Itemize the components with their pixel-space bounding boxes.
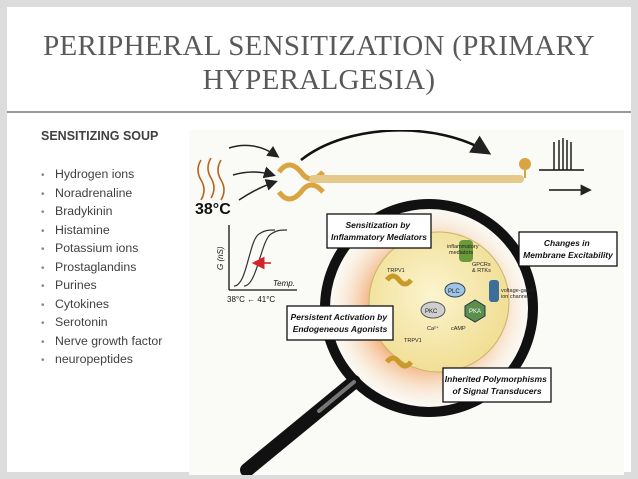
voltage-gated-label: voltage-gated ion channels (501, 288, 536, 300)
bullet-text: Potassium ions (55, 241, 139, 255)
bullet-list: • Hydrogen ions • Noradrenaline • Bradykini… (41, 165, 162, 369)
bullet-icon: • (41, 336, 45, 348)
bullet-icon: • (41, 188, 45, 200)
box-membrane-excitability: Changes in Membrane Excitability (518, 231, 618, 267)
temp-range-label: 38°C ← 41°C (227, 295, 275, 304)
svg-text:Inherited Polymorphisms: Inherited Polymorphisms of Signal Transd… (445, 374, 549, 396)
bullet-text: Cytokines (55, 296, 109, 311)
bullet-icon: • (41, 207, 45, 218)
x-axis-label: Temp. (273, 279, 295, 288)
bullet-text: Hydrogen ions (55, 167, 135, 181)
list-item: • Potassium ions (41, 239, 162, 258)
bullet-icon: • (41, 170, 45, 181)
title-line-2: HYPERALGESIA) (202, 64, 436, 96)
bullet-text: Purines (55, 278, 97, 292)
plc-label: PLC (448, 289, 460, 295)
list-item: • Prostaglandins (41, 258, 162, 277)
title-line-1: PERIPHERAL SENSITIZATION (PRIMARY (43, 30, 595, 62)
bullet-text: Histamine (55, 222, 110, 237)
trpv1-bottom-label: TRPV1 (404, 338, 422, 344)
signal-arc-arrow (300, 130, 492, 161)
list-item: • Histamine (41, 221, 162, 240)
title-divider (7, 111, 631, 113)
list-item: • Bradykinin (41, 202, 162, 221)
bullet-icon: • (41, 244, 45, 255)
gpcrs-label: GPCRs & RTKs (472, 262, 492, 274)
sensitization-figure: 38°C G (nS) Temp. 38°C ← 41°C (189, 130, 624, 475)
slide: PERIPHERAL SENSITIZATION (PRIMARY HYPERA… (7, 7, 631, 475)
bullet-text: Prostaglandins (55, 259, 137, 274)
list-item: • Noradrenaline (41, 184, 162, 203)
list-item: • Cytokines (41, 295, 162, 314)
bullet-icon: • (41, 318, 45, 329)
magnifier-icon (240, 199, 538, 475)
heat-waves-icon (197, 157, 225, 201)
list-item: • Nerve growth factor (41, 332, 162, 351)
nerve-fiber (276, 158, 531, 202)
bullet-icon: • (41, 225, 45, 237)
svg-text:Changes in Membrane Ex: Changes in Membrane Excitability (523, 238, 614, 260)
neuron-body-icon (519, 158, 531, 170)
section-heading: SENSITIZING SOUP (41, 129, 159, 143)
box-persistent-activation: Persistent Activation by Endogeneous Ago… (286, 305, 394, 341)
stimulus-arrows-icon (228, 144, 280, 201)
box-sensitization: Sensitization by Inflammatory Mediators (326, 213, 432, 249)
list-item: • Purines (41, 276, 162, 295)
list-item: • Serotonin (41, 313, 162, 332)
svg-text:Persistent Activation by: Persistent Activation by Endogeneous Ago… (291, 312, 390, 334)
trpv1-top-label: TRPV1 (387, 268, 405, 274)
bullet-text: Bradykinin (55, 204, 113, 218)
svg-text:Sensitization by Infla: Sensitization by Inflammatory Mediators (331, 220, 427, 242)
bullet-text: neuropeptides (55, 352, 133, 366)
list-item: • Hydrogen ions (41, 165, 162, 184)
slide-title: PERIPHERAL SENSITIZATION (PRIMARY HYPERA… (17, 29, 621, 97)
bullet-text: Noradrenaline (55, 185, 133, 200)
temperature-label: 38°C (195, 201, 231, 218)
list-item: • neuropeptides (41, 350, 162, 369)
bullet-icon: • (41, 299, 45, 311)
conductance-graph: G (nS) Temp. 38°C ← 41°C (216, 225, 297, 304)
bullet-text: Serotonin (55, 315, 108, 329)
bullet-icon: • (41, 262, 45, 274)
membrane-proteins-icon (385, 240, 499, 369)
bullet-icon: • (41, 355, 45, 366)
action-potential-icon (539, 138, 592, 196)
inflammatory-mediators-label: inflammatory mediators (447, 244, 480, 256)
y-axis-label: G (nS) (216, 246, 225, 270)
box-inherited-polymorphisms: Inherited Polymorphisms of Signal Transd… (442, 367, 552, 403)
pkc-label: PKC (425, 309, 438, 315)
calcium-label: Ca²⁺ (427, 325, 439, 332)
pka-label: PKA (469, 309, 481, 315)
bullet-text: Nerve growth factor (55, 333, 163, 348)
camp-label: cAMP (451, 326, 466, 332)
bullet-icon: • (41, 281, 45, 292)
